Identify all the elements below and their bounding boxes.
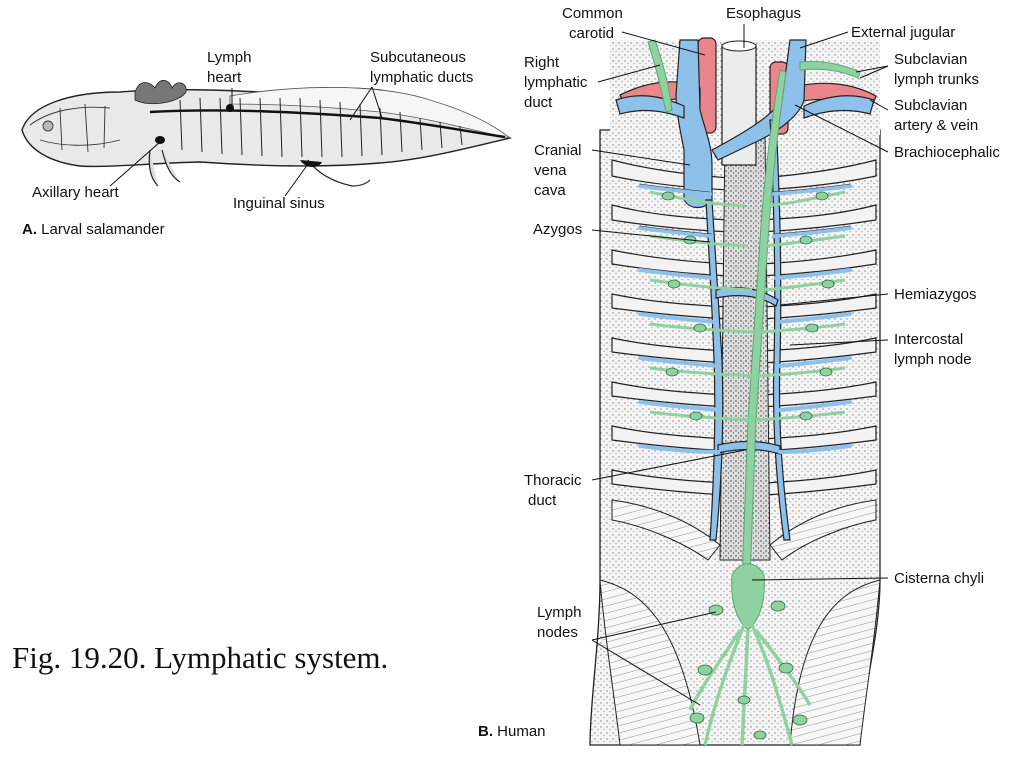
ribs-right — [759, 159, 877, 496]
label-right-lymphatic-line1: Right — [524, 54, 560, 71]
label-cranial-line2: vena — [534, 162, 567, 179]
label-common-carotid-line1: Common — [562, 5, 623, 22]
panel-b-letter: B. — [478, 723, 493, 740]
panel-a-leaders — [109, 86, 383, 197]
panel-b-caption: B. Human — [478, 722, 546, 742]
label-lymph-heart: Lymph heart — [207, 48, 251, 88]
psoas-right — [789, 579, 881, 746]
label-hemiazygos: Hemiazygos — [894, 286, 977, 303]
panel-b-leaders — [591, 24, 889, 706]
subclavian-lymph-trunks-shape — [799, 61, 861, 79]
label-intercostal-line1: Intercostal — [894, 331, 964, 348]
label-cranial-vena-cava: Cranial vena cava — [534, 141, 582, 201]
label-common-carotid: Common carotid — [562, 4, 623, 44]
label-subclavian-artery-vein: Subclavian artery & vein — [894, 96, 978, 136]
intercostal-veins-outline — [639, 183, 851, 235]
right-lymphatic-duct-shape — [647, 39, 673, 113]
label-right-lymphatic-line2: lymphatic — [524, 74, 588, 91]
salamander-drawing — [21, 80, 512, 187]
inguinal-sinus-mark — [300, 160, 322, 168]
label-subclavian-av-line2: artery & vein — [894, 117, 979, 134]
lumbar-lymphatics — [688, 624, 812, 746]
label-subclavian-av-line1: Subclavian — [894, 97, 968, 114]
figure-caption: Fig. 19.20. Lymphatic system. — [12, 640, 389, 675]
label-subclavian-lymph-trunks: Subclavian lymph trunks — [894, 50, 979, 90]
salamander-lateral-duct — [149, 109, 506, 139]
salamander-segmental-ducts — [179, 97, 463, 158]
human-drawing — [589, 37, 881, 746]
label-right-lymphatic-duct: Right lymphatic duct — [524, 53, 587, 113]
subclavian-vein-right — [803, 95, 875, 119]
label-cranial-line3: cava — [534, 182, 566, 199]
cranial-vena-cava-shape — [675, 39, 713, 209]
intercostal-nodes — [661, 191, 835, 421]
label-azygos: Azygos — [533, 221, 583, 238]
psoas-left — [599, 579, 701, 746]
label-brachiocephalic: Brachiocephalic — [894, 144, 1000, 161]
crus-right — [769, 499, 877, 561]
axillary-heart-mark — [155, 136, 165, 144]
label-subcutaneous-line1: Subcutaneous — [370, 49, 466, 66]
panel-b-title: Human — [497, 723, 546, 740]
lymph-heart-mark — [226, 104, 234, 112]
label-intercostal-lymph-node: Intercostal lymph node — [894, 330, 972, 370]
intercostal-veins — [638, 184, 852, 454]
label-common-carotid-line2: carotid — [569, 25, 615, 42]
salamander-head — [29, 103, 121, 153]
label-thoracic-line2: duct — [528, 492, 557, 509]
panel-a-title: Larval salamander — [41, 221, 165, 238]
label-intercostal-line2: lymph node — [894, 351, 972, 368]
salamander-gills — [134, 80, 187, 105]
panel-a-caption: A. Larval salamander — [22, 220, 165, 240]
label-subclavian-trunks-line1: Subclavian — [894, 51, 968, 68]
label-lymph-heart-line2: heart — [207, 69, 242, 86]
ribs-left — [611, 159, 731, 496]
salamander-forelimb — [148, 149, 181, 187]
label-lymph-nodes-line2: nodes — [537, 624, 578, 641]
label-esophagus: Esophagus — [726, 5, 802, 22]
label-subclavian-trunks-line2: lymph trunks — [894, 71, 980, 88]
label-external-jugular: External jugular — [851, 24, 956, 41]
label-right-lymphatic-line3: duct — [524, 94, 553, 111]
label-subcutaneous-line2: lymphatic ducts — [370, 69, 474, 86]
label-cranial-line1: Cranial — [534, 142, 582, 159]
label-thoracic-line1: Thoracic — [524, 472, 582, 489]
label-thoracic-duct: Thoracic duct — [524, 471, 582, 511]
label-lymph-heart-line1: Lymph — [207, 49, 252, 66]
brachiocephalic-shape — [711, 39, 807, 161]
label-lymph-nodes-line1: Lymph — [537, 604, 582, 621]
crus-left — [611, 499, 721, 561]
label-subcutaneous-ducts: Subcutaneous lymphatic ducts — [370, 48, 473, 88]
label-axillary-heart: Axillary heart — [32, 184, 119, 201]
panel-a-letter: A. — [22, 221, 37, 238]
label-cisterna-chyli: Cisterna chyli — [894, 570, 985, 587]
lumbar-nodes — [689, 600, 808, 740]
label-inguinal-sinus: Inguinal sinus — [233, 195, 325, 212]
salamander-hindlimb — [307, 159, 371, 187]
label-lymph-nodes: Lymph nodes — [537, 603, 581, 643]
